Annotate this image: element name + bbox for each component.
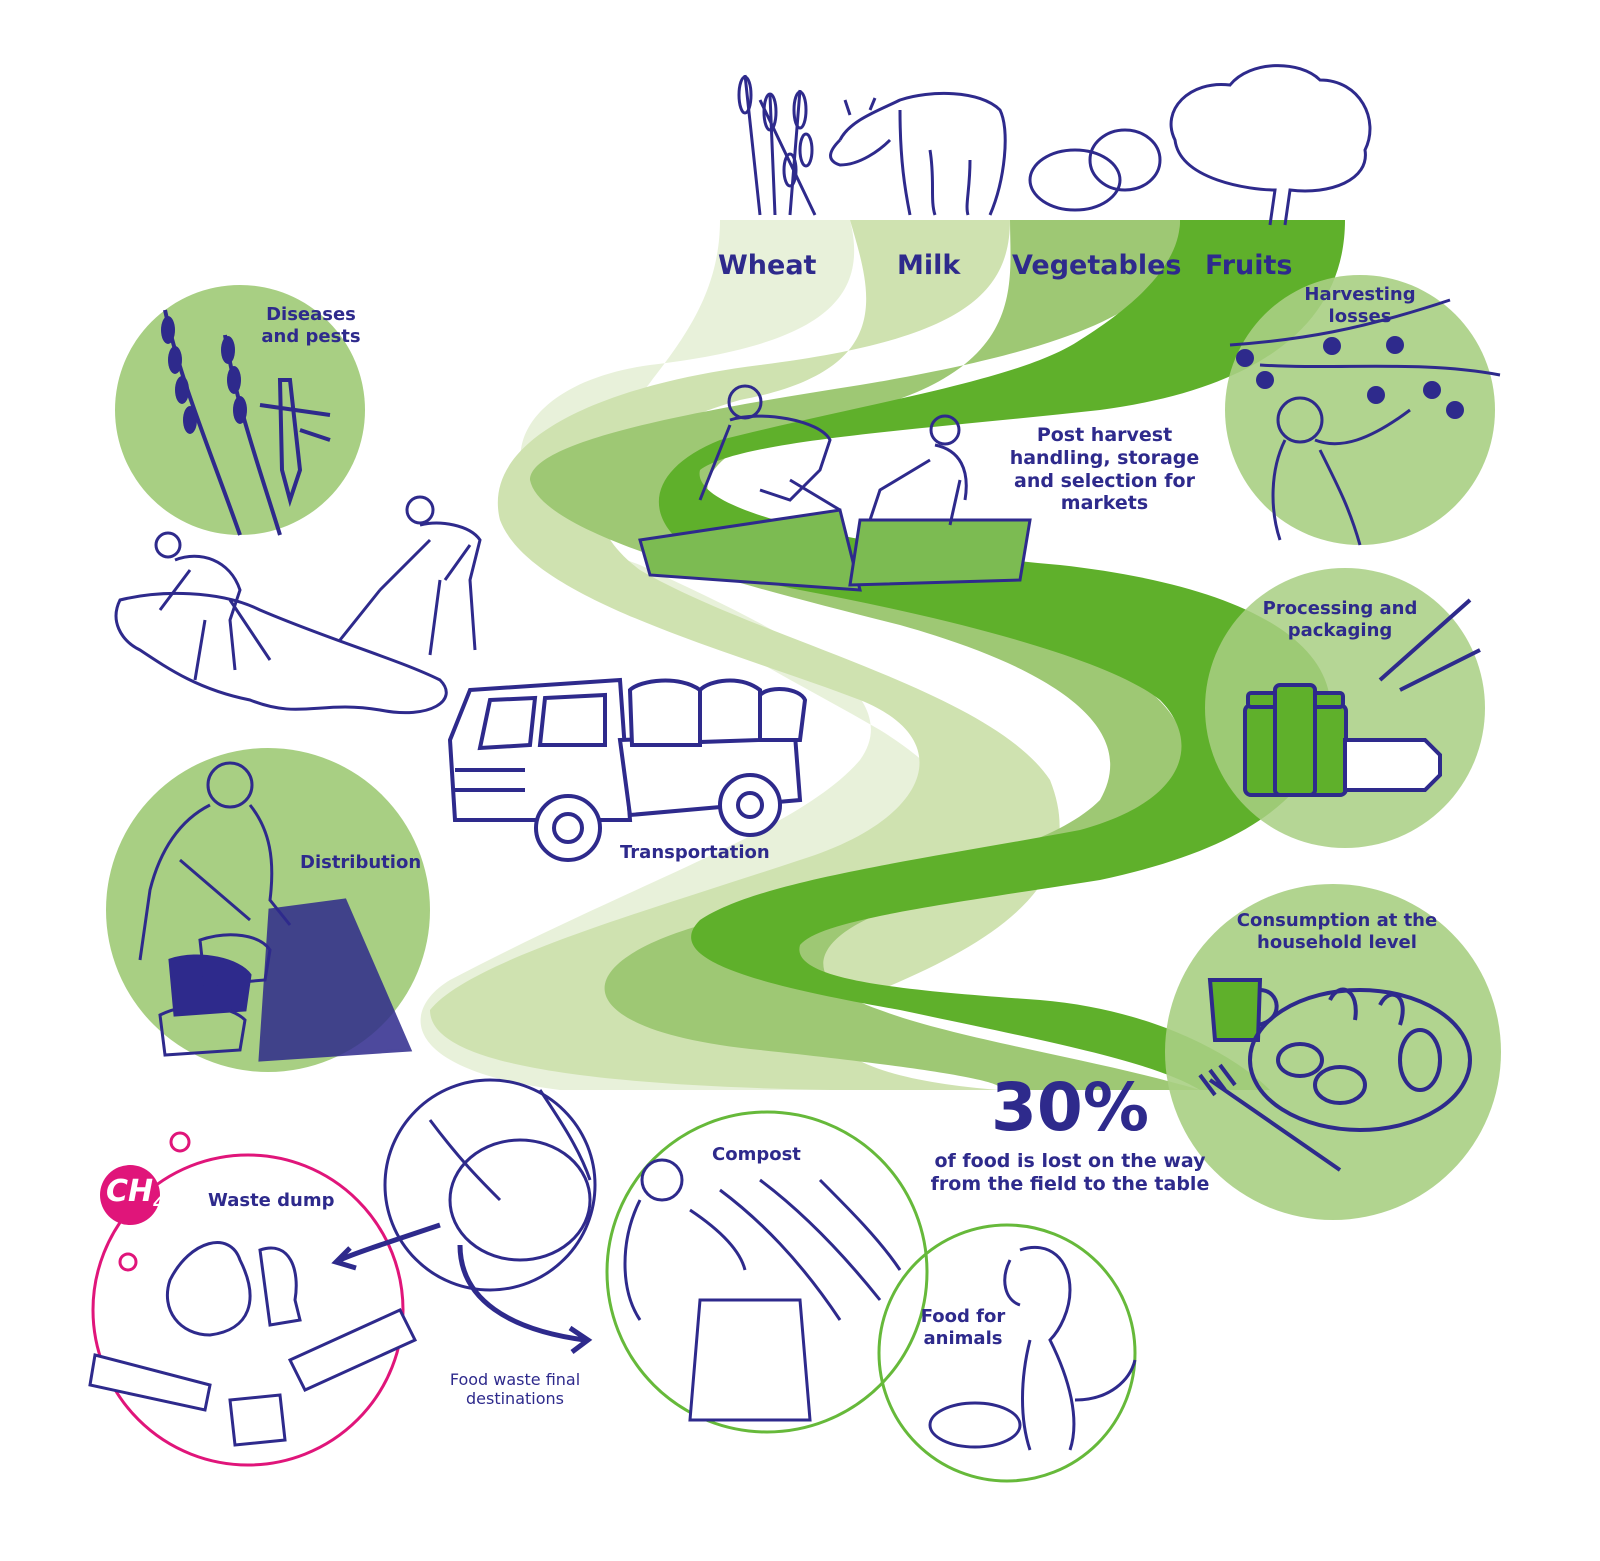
plate-icon: [1198, 978, 1472, 1172]
waste-dump-illustration: [88, 1131, 418, 1467]
column-milk: Milk: [897, 250, 961, 281]
river-band-fruits: [658, 220, 1345, 1090]
label-compost: Compost: [712, 1144, 801, 1165]
column-fruits: Fruits: [1205, 250, 1293, 281]
label-consumption: Consumption at the household level: [1236, 910, 1438, 953]
field-workers-illustration: [114, 495, 482, 715]
methane-badge: CH4: [106, 1174, 164, 1212]
post-harvest-illustration: [638, 384, 1032, 592]
potato-icon: [1028, 128, 1162, 212]
label-distribution: Distribution: [300, 852, 422, 873]
methane-subscript: 4: [153, 1193, 165, 1212]
label-waste-dump: Waste dump: [208, 1190, 335, 1211]
stat-value: 30%: [991, 1069, 1149, 1146]
stat-caption: of food is lost on the way from the fiel…: [930, 1150, 1210, 1195]
column-vegetables: Vegetables: [1012, 250, 1182, 281]
label-final-destinations: Food waste final destinations: [449, 1370, 581, 1409]
label-food-for-animals: Food for animals: [920, 1306, 1006, 1349]
river-band-vegetables: [530, 220, 1200, 1090]
tree-icon: [1169, 64, 1372, 226]
circle-harvesting: [1225, 275, 1495, 545]
label-post-harvest: Post harvest handling, storage and selec…: [1009, 424, 1200, 515]
label-transportation: Transportation: [620, 842, 770, 863]
jars-icon: [1243, 598, 1481, 797]
column-wheat: Wheat: [718, 250, 817, 281]
compost-illustration: [605, 1110, 929, 1434]
label-processing: Processing and packaging: [1262, 598, 1418, 641]
diseases-illustration: [161, 309, 331, 536]
food-chain-river: [420, 220, 1345, 1090]
wheat-icon: [737, 74, 817, 216]
cow-icon: [829, 92, 1007, 216]
dog-icon: [877, 1223, 1137, 1483]
top-icons: [737, 64, 1372, 226]
plate-scraping-illustration: [331, 1078, 597, 1354]
circle-consumption: [1165, 884, 1501, 1220]
truck-icon: [447, 677, 808, 862]
distribution-illustration: [138, 761, 413, 1062]
harvesting-illustration: [1229, 298, 1501, 546]
label-diseases: Diseases and pests: [261, 304, 361, 347]
label-harvesting: Harvesting losses: [1304, 284, 1416, 327]
methane-formula: CH: [106, 1174, 154, 1209]
